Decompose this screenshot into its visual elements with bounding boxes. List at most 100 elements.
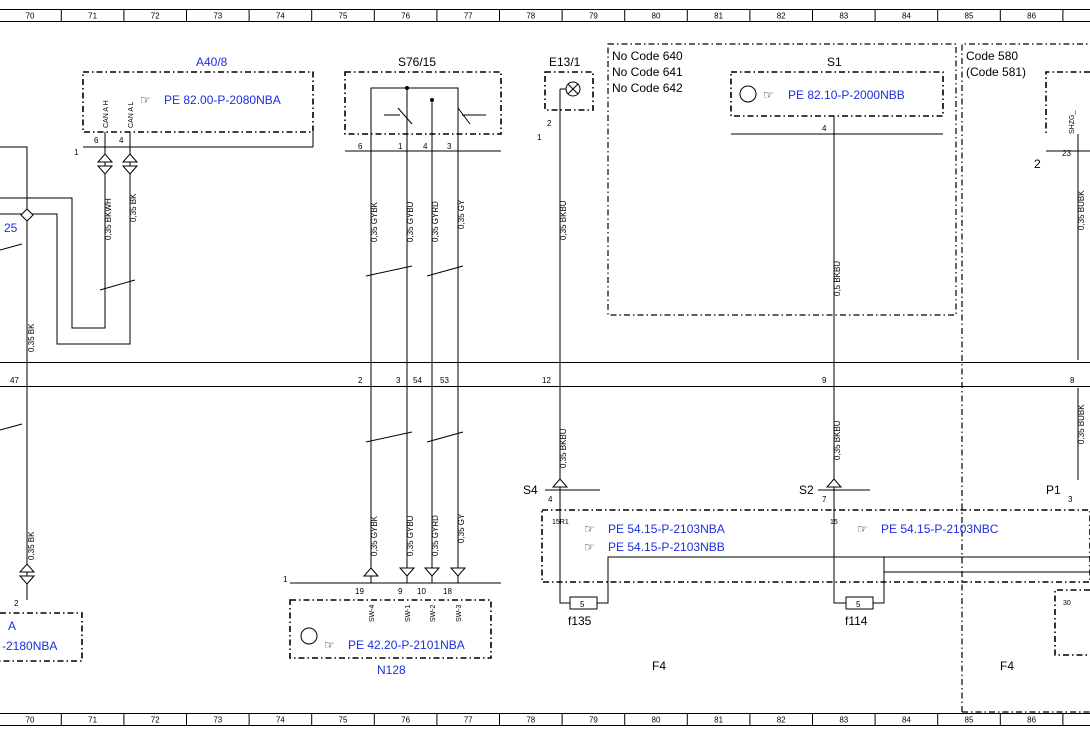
- f4-s4: S4: [523, 483, 538, 497]
- s1-pin-4: 4: [822, 124, 827, 133]
- n128-title: N128: [377, 663, 406, 677]
- connector-female-icon: [121, 165, 139, 175]
- bus-pin-3: 3: [396, 376, 401, 385]
- top-ruler: [0, 9, 1090, 22]
- pointing-hand-icon: ☞: [857, 522, 868, 536]
- f4-s2: S2: [799, 483, 814, 497]
- right-pin-23: 23: [1062, 149, 1071, 158]
- bus-pin-2: 2: [358, 376, 363, 385]
- ruler-label-75-top: 75: [339, 12, 348, 21]
- ruler-label-83-top: 83: [839, 12, 848, 21]
- component-a40-8: A40/8 PE 82.00-P-2080NBA ☞ CAN A H CAN A…: [74, 55, 314, 291]
- component-s76-15: S76/15 6 1 4 3 0,35 GYBK 0,35 GYBU 0,35 …: [344, 55, 502, 583]
- left-label-a: A: [8, 619, 16, 633]
- a40-8-pin-6: 6: [94, 136, 99, 145]
- wire-label-gybk2: 0,35 GYBK: [370, 515, 379, 556]
- code-641: No Code 641: [612, 65, 683, 79]
- wire-label-gybk: 0,35 GYBK: [370, 201, 379, 242]
- code-640: No Code 640: [612, 49, 683, 63]
- a40-8-pinlabel-h: CAN A H: [103, 100, 110, 128]
- connector-male-icon: [825, 478, 843, 488]
- pointing-hand-icon: ☞: [763, 88, 774, 102]
- transistor-icon: [300, 627, 318, 645]
- f4-ref-nbc: PE 54.15-P-2103NBC: [881, 522, 999, 536]
- connector-male-icon: [96, 153, 114, 163]
- ruler-label-85-bottom: 85: [965, 716, 974, 725]
- code-zone-640: [607, 43, 957, 316]
- component-e13-1: E13/1 2 1 0,35 BKBU 0,35 BKBU: [537, 55, 594, 583]
- left-blue-fragment: 25: [4, 221, 18, 235]
- wire-label-bkbu-top: 0,35 BKBU: [559, 200, 568, 240]
- connector-female-icon: [449, 567, 467, 577]
- ruler-label-81-top: 81: [714, 12, 723, 21]
- fuse-f135-label: f135: [568, 614, 592, 628]
- n128-ref: PE 42.20-P-2101NBA: [348, 638, 465, 652]
- n128-sw4: SW-4: [369, 605, 376, 622]
- bus-pin-9: 9: [822, 376, 827, 385]
- ruler-label-76-bottom: 76: [401, 716, 410, 725]
- ruler-label-86-top: 86: [1027, 12, 1036, 21]
- wire-label-right-bot: 0,35 BUBK: [1077, 404, 1086, 444]
- a40-8-pinlabel-l: CAN A L: [128, 101, 135, 128]
- left-pin-2: 2: [14, 599, 19, 608]
- connector-male-icon: [18, 563, 36, 573]
- a40-8-ref: PE 82.00-P-2080NBA: [164, 93, 281, 107]
- f4-pin-15: 15: [830, 519, 838, 526]
- ruler-label-77-bottom: 77: [464, 716, 473, 725]
- bus-pin-53: 53: [440, 376, 449, 385]
- ruler-label-74-bottom: 74: [276, 716, 285, 725]
- e13-1-pin-2: 2: [547, 119, 552, 128]
- wire-label-gyrd: 0,35 GYRD: [431, 201, 440, 242]
- fuse-f114: [845, 596, 874, 610]
- ruler-label-80-top: 80: [652, 12, 661, 21]
- connector-female-icon: [423, 567, 441, 577]
- ruler-label-79-top: 79: [589, 12, 598, 21]
- right-pin-label: SHZG_: [1069, 111, 1076, 134]
- fuse-f135-value: 5: [580, 600, 585, 609]
- n128-pin-9: 9: [398, 587, 403, 596]
- wire-label-gybu: 0,35 GYBU: [406, 201, 415, 242]
- ruler-label-81-bottom: 81: [714, 716, 723, 725]
- bus-pin-12: 12: [542, 376, 551, 385]
- fuse-f114-value: 5: [856, 600, 861, 609]
- right-f4: F4: [1000, 659, 1014, 673]
- ruler-label-85-top: 85: [965, 12, 974, 21]
- ruler-label-77-top: 77: [464, 12, 473, 21]
- ruler-label-71-bottom: 71: [88, 716, 97, 725]
- right-pin-2: 2: [1034, 157, 1041, 171]
- s1-title: S1: [827, 55, 842, 69]
- component-n128: 1 19 9 10 18 SW-4 SW-1 SW-2 SW-3 ☞ PE 42…: [283, 567, 501, 677]
- connector-male-icon: [551, 478, 569, 488]
- connector-male-icon: [362, 567, 380, 577]
- e13-1-pin-1: 1: [537, 133, 542, 142]
- pointing-hand-icon: ☞: [324, 638, 335, 652]
- ruler-label-73-top: 73: [213, 12, 222, 21]
- a40-8-frame-pin: 1: [74, 148, 79, 157]
- ruler-label-86-bottom: 86: [1027, 716, 1036, 725]
- s76-15-pin-1: 1: [398, 142, 403, 151]
- ruler-label-78-bottom: 78: [526, 716, 535, 725]
- s1-ref: PE 82.10-P-2000NBB: [788, 88, 905, 102]
- ruler-label-70-top: 70: [26, 12, 35, 21]
- a40-8-pin-4: 4: [119, 136, 124, 145]
- connector-female-icon: [96, 165, 114, 175]
- connector-female-icon: [18, 575, 36, 585]
- ruler-label-73-bottom: 73: [213, 716, 222, 725]
- s76-15-pin-6: 6: [358, 142, 363, 151]
- ruler-label-76-top: 76: [401, 12, 410, 21]
- left-ref: -2180NBA: [2, 639, 57, 653]
- connector-male-icon: [121, 153, 139, 163]
- ruler-label-82-bottom: 82: [777, 716, 786, 725]
- bus-connector-pins: 47 2 3 54 53 12 9 8: [10, 376, 1075, 385]
- ruler-label-82-top: 82: [777, 12, 786, 21]
- ruler-label-74-top: 74: [276, 12, 285, 21]
- n128-sw2: SW-2: [430, 605, 437, 622]
- transistor-icon: [739, 85, 757, 103]
- wire-label-bkbu-bot: 0,35 BKBU: [559, 428, 568, 468]
- wire-label-gy2: 0,35 GY: [457, 513, 466, 543]
- ruler-label-78-top: 78: [526, 12, 535, 21]
- ruler-label-84-bottom: 84: [902, 716, 911, 725]
- right-pin-30: 30: [1063, 600, 1071, 607]
- wire-label-left-bk: 0,35 BK: [27, 323, 36, 352]
